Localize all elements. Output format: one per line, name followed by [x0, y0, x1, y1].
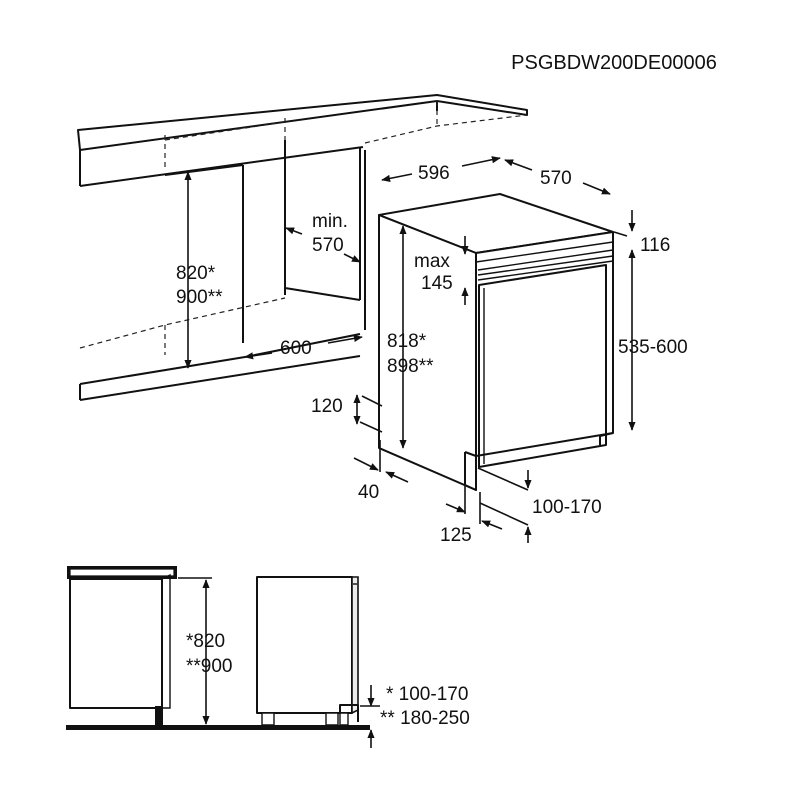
niche-width-label: 600: [280, 338, 312, 359]
side-plinth-option-2: ** 180-250: [380, 708, 470, 729]
side-niche-height-label-1: *820: [186, 631, 225, 652]
door-gap-label-1: max: [414, 251, 450, 272]
base-height-label: 120: [311, 396, 343, 417]
side-niche-height-label-2: **900: [186, 656, 233, 677]
side-view: [66, 566, 380, 748]
dimension-lines-3d: [184, 156, 636, 543]
niche-height-label-1: 820*: [176, 263, 216, 284]
base-recess-label: 40: [358, 482, 379, 503]
niche-height-label-2: 900**: [176, 287, 223, 308]
plinth-depth-label: 125: [440, 525, 472, 546]
product-code: PSGBDW200DE00006: [511, 52, 717, 74]
min-depth-label-1: min.: [312, 211, 348, 232]
countertop-niche: [77, 94, 528, 401]
appliance-height-label-2: 898**: [387, 356, 434, 377]
appliance-width-label: 596: [418, 163, 450, 184]
appliance-height-label-1: 818*: [387, 331, 427, 352]
side-plinth-option-1: * 100-170: [386, 684, 468, 705]
door-gap-label-2: 145: [421, 273, 453, 294]
dimension-labels-3d: 820* 900** min. 570 600 596 570 116 max …: [176, 163, 688, 546]
door-height-label: 535-600: [618, 337, 688, 358]
top-offset-label: 116: [640, 235, 670, 256]
appliance-depth-label: 570: [540, 168, 572, 189]
dimension-labels-side: *820 **900 * 100-170 ** 180-250: [186, 631, 470, 729]
plinth-height-label: 100-170: [532, 497, 602, 518]
min-depth-label-2: 570: [312, 235, 344, 256]
